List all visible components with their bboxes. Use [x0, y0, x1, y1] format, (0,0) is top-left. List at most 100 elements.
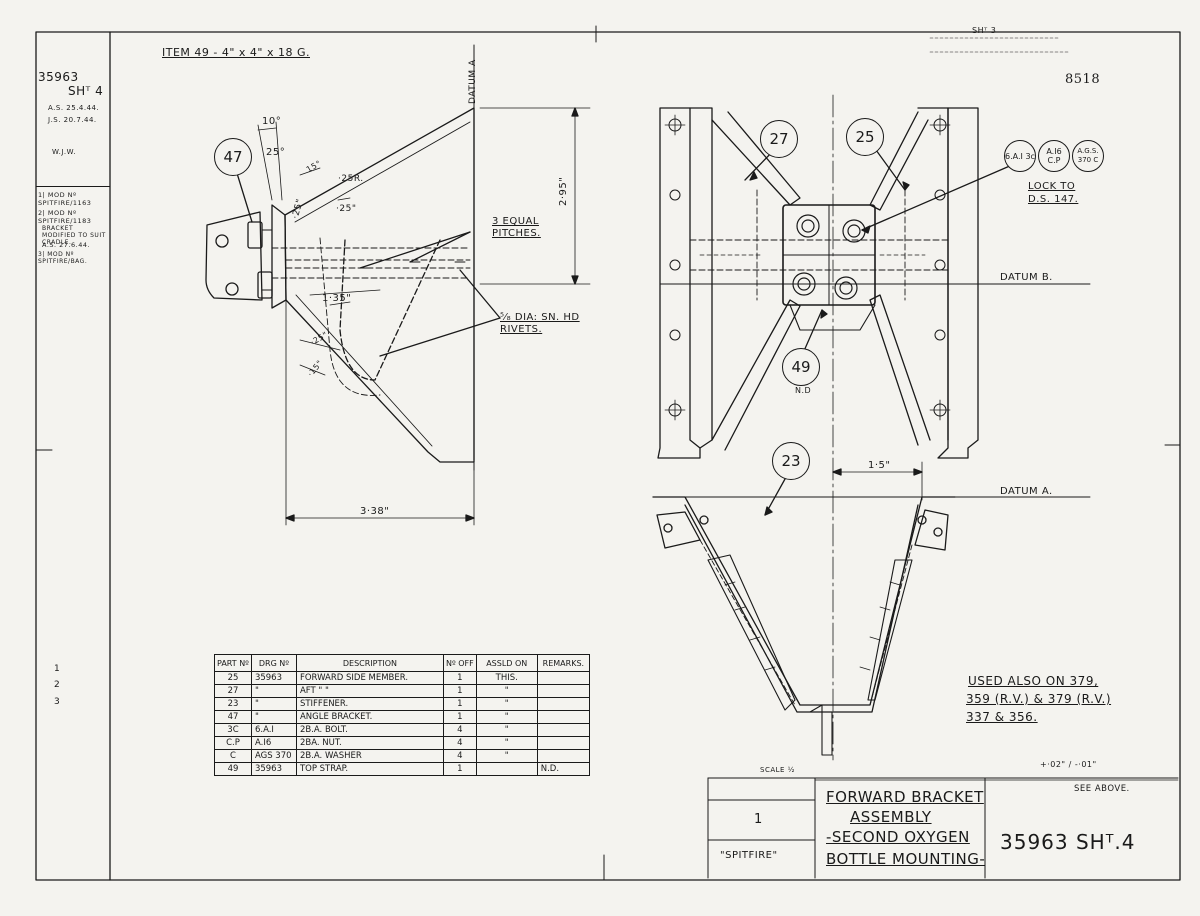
sheet-ref-top: SHᵀ 3 [972, 26, 997, 35]
bubble-ags: A.G.S. 370 C [1072, 140, 1104, 172]
table-cell: C [214, 749, 252, 763]
outer-border [35, 31, 1181, 881]
table-cell: 3C [214, 723, 252, 737]
table-cell: 1 [442, 684, 477, 698]
table-row: 27"AFT " "1" [214, 684, 591, 698]
table-cell: N.D. [536, 762, 591, 776]
dim-1-35: 1·35" [322, 293, 352, 304]
table-cell: 49 [214, 762, 252, 776]
table-cell: A.I6 [250, 736, 297, 750]
title-line-1: FORWARD BRACKET [826, 788, 984, 806]
dim-3-38: 3·38" [360, 506, 390, 517]
table-cell [536, 684, 591, 698]
table-cell: " [475, 710, 538, 724]
table-cell: " [250, 710, 297, 724]
table-cell: 4 [442, 749, 477, 763]
table-cell: 4 [442, 723, 477, 737]
bubble-a16: A.I6 C.P [1038, 140, 1070, 172]
table-cell: 1 [442, 762, 477, 776]
mod-2: 2| MOD Nº SPITFIRE/1183 [38, 209, 92, 225]
bubble-25: 25 [846, 118, 884, 156]
table-cell: 1 [442, 710, 477, 724]
table-row: 47"ANGLE BRACKET.1" [214, 710, 591, 724]
dim-10-deg: 10° [262, 116, 282, 127]
parts-list-table: PART Nº DRG Nº DESCRIPTION Nº OFF ASSLD … [214, 654, 591, 776]
table-cell: 2BA. NUT. [295, 736, 444, 750]
table-cell: TOP STRAP. [295, 762, 444, 776]
mod-3: 3| MOD Nº SPITFIRE/BAG. [38, 251, 88, 265]
table-cell: 35963 [250, 671, 297, 685]
table-cell: 1 [442, 671, 477, 685]
table-cell: 4 [442, 736, 477, 750]
table-cell: " [250, 697, 297, 711]
table-cell: 2B.A. WASHER [295, 749, 444, 763]
table-cell [536, 710, 591, 724]
table-cell: 27 [214, 684, 252, 698]
table-cell: " [475, 697, 538, 711]
mod-block: 1| MOD Nº SPITFIRE/1163 2| MOD Nº SPITFI… [36, 186, 110, 273]
table-cell: 47 [214, 710, 252, 724]
bubble-49: 49 [782, 348, 820, 386]
mod-2-note: BRACKET MODIFIED TO SUIT CRADLE. [42, 225, 106, 246]
mod-2-sig: A.S. 27.6.44. [42, 241, 91, 249]
bubble-47: 47 [214, 138, 252, 176]
table-cell: " [475, 684, 538, 698]
table-cell: 23 [214, 697, 252, 711]
mod-1: 1| MOD Nº SPITFIRE/1163 [38, 191, 92, 207]
table-cell: THIS. [475, 671, 538, 685]
col-description: DESCRIPTION [295, 654, 444, 672]
revision-sig-1: A.S. 25.4.44. [48, 104, 100, 112]
margin-mark-2: 2 [54, 680, 61, 690]
col-part-no: PART Nº [214, 654, 252, 672]
title-line-4: BOTTLE MOUNTING- [826, 850, 986, 868]
table-cell: C.P [214, 736, 252, 750]
table-cell: 2B.A. BOLT. [295, 723, 444, 737]
table-cell [475, 762, 538, 776]
table-row: 23"STIFFENER.1" [214, 697, 591, 711]
used-also-1: USED ALSO ON 379, [968, 674, 1099, 688]
title-line-2: ASSEMBLY [850, 808, 932, 826]
bubble-6ai: 6.A.I 3c [1004, 140, 1036, 172]
revision-number: 35963 [38, 70, 79, 84]
margin-mark-1: 1 [54, 664, 61, 674]
table-cell [536, 736, 591, 750]
note-equal-pitches: 3 EQUAL PITCHES. [492, 216, 541, 239]
dim-2-95: 2·95" [558, 176, 569, 206]
table-cell: " [250, 684, 297, 698]
revision-sig-2: J.S. 20.7.44. [48, 116, 97, 124]
tolerance: +·02" / -·01" [1040, 760, 1097, 769]
col-no-off: Nº OFF [442, 654, 477, 672]
datum-b-label: DATUM B. [1000, 272, 1053, 283]
revision-initials: W.J.W. [52, 148, 76, 156]
title-line-3: -SECOND OXYGEN [826, 828, 970, 846]
side-view [205, 44, 591, 526]
parts-header-row: PART Nº DRG Nº DESCRIPTION Nº OFF ASSLD … [214, 654, 591, 672]
table-cell [536, 723, 591, 737]
used-also-3: 337 & 356. [966, 710, 1038, 724]
lock-note: LOCK TO D.S. 147. [1028, 181, 1079, 205]
item-note: ITEM 49 - 4" x 4" x 18 G. [162, 46, 310, 59]
plan-view [657, 94, 1091, 761]
datum-a-label: DATUM A. [1000, 486, 1053, 497]
used-also-2: 359 (R.V.) & 379 (R.V.) [966, 692, 1112, 706]
aircraft-name: "SPITFIRE" [720, 850, 778, 861]
revision-sheet: SHᵀ 4 [68, 84, 104, 98]
col-remarks: REMARKS. [536, 654, 591, 672]
col-assld-on: ASSLD ON [475, 654, 538, 672]
table-cell [536, 671, 591, 685]
table-cell: ANGLE BRACKET. [295, 710, 444, 724]
dim-25r: ·25R. [338, 174, 364, 184]
datum-a-vertical: DATUM A [468, 59, 478, 104]
col-drg-no: DRG Nº [250, 654, 297, 672]
see-above: SEE ABOVE. [1074, 784, 1130, 794]
note-rivets: ⁵⁄₈ DIA: SN. HD RIVETS. [500, 312, 580, 335]
margin-mark-3: 3 [54, 697, 61, 707]
qty: 1 [754, 812, 763, 827]
